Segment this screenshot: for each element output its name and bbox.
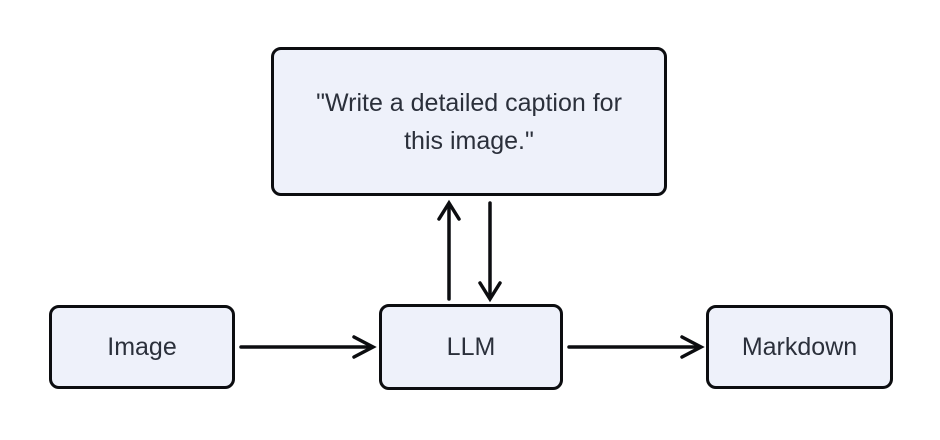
prompt-node: "Write a detailed caption for this image… [271,47,667,196]
image-node-label: Image [107,333,177,361]
llm-node: LLM [379,304,563,390]
arrow-llm-to-markdown [567,335,705,359]
arrow-llm-to-prompt [437,199,461,301]
prompt-node-label: "Write a detailed caption for this image… [316,88,622,155]
markdown-node-label: Markdown [741,333,858,361]
llm-node-label: LLM [446,333,496,361]
image-node: Image [49,305,235,389]
arrow-image-to-llm [239,335,377,359]
markdown-node: Markdown [706,305,893,389]
arrow-prompt-to-llm [478,201,502,303]
